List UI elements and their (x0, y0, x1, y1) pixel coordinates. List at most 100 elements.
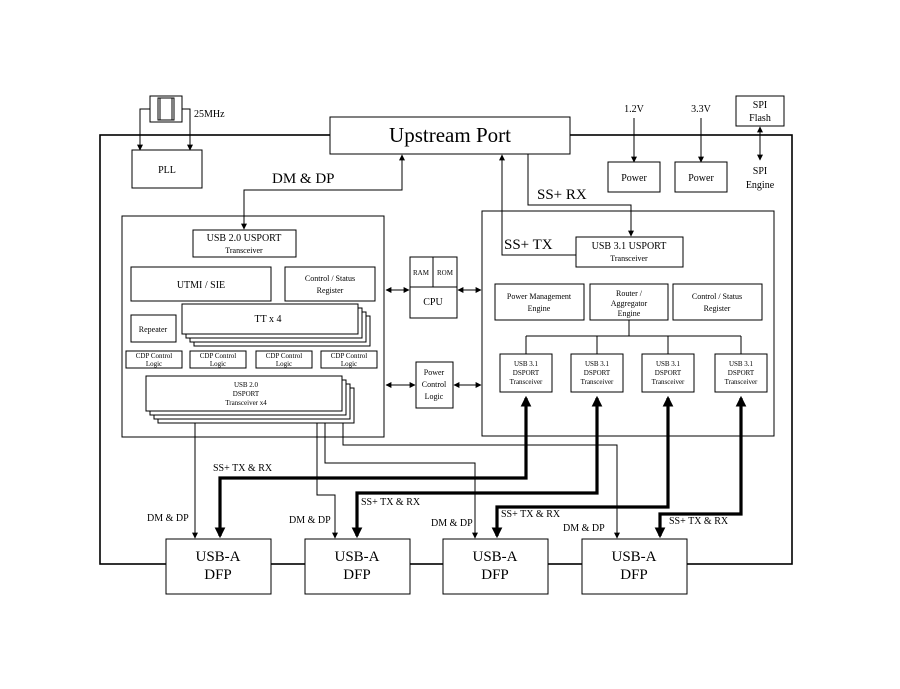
ss-txrx-label-2: SS+ TX & RX (361, 497, 421, 508)
usb20-usport-line1: USB 2.0 USPORT (207, 233, 282, 244)
usb31-dsport-2 (570, 353, 624, 393)
dm-dp-label-1: DM & DP (147, 513, 189, 524)
dm-dp-upstream-label: DM & DP (272, 171, 335, 187)
usb-a-port-2-line2: DFP (343, 567, 371, 583)
cdp-control-logic-3 (255, 350, 313, 369)
cdp-control-logic-1 (125, 350, 183, 369)
power-label-1: Power (621, 173, 647, 184)
usb31-usport-transceiver (575, 236, 684, 268)
router-line1: Router / (616, 289, 643, 298)
pme-line2: Engine (528, 304, 551, 313)
cdp-2-line2: Logic (210, 360, 226, 368)
tt-stack (181, 303, 371, 347)
cdp-3-line1: CDP Control (266, 352, 303, 360)
usb20-dsport-line3: Transceiver x4 (225, 399, 267, 407)
cdp-1-line2: Logic (146, 360, 162, 368)
spi-engine-line1: SPI (753, 166, 767, 177)
cdp-2-line1: CDP Control (200, 352, 237, 360)
usb-a-port-3-line1: USB-A (472, 549, 517, 565)
usb31-dsport-4-line1: USB 3.1 (729, 360, 754, 368)
usb20-control-line1: Control / Status (305, 274, 355, 283)
dm-dp-wires (192, 423, 620, 539)
usb-a-port-3-line2: DFP (481, 567, 509, 583)
usb31-dsport-4 (714, 353, 768, 393)
ss-txrx-label-4: SS+ TX & RX (669, 516, 729, 527)
usb31-dsport-3-line2: DSPORT (655, 369, 682, 377)
usb31-dsport-1-line1: USB 3.1 (514, 360, 539, 368)
usb31-dsport-4-line3: Transceiver (725, 378, 758, 386)
cdp-control-logic-4 (320, 350, 378, 369)
tt-label: TT x 4 (254, 314, 281, 325)
power-block-2 (674, 161, 728, 193)
spi-flash-line2: Flash (749, 113, 771, 124)
usb20-control-line2: Register (317, 286, 344, 295)
usb31-dsport-1-line3: Transceiver (510, 378, 543, 386)
usb31-dsport-1-line2: DSPORT (513, 369, 540, 377)
cdp-3-line2: Logic (276, 360, 292, 368)
spi-flash-line1: SPI (753, 100, 767, 111)
cdp-4-line1: CDP Control (331, 352, 368, 360)
chip-boundary (99, 134, 793, 565)
upstream-port-label: Upstream Port (389, 123, 511, 147)
dm-dp-label-4: DM & DP (563, 523, 605, 534)
usb20-usport-transceiver (192, 229, 297, 258)
voltage-1v2: 1.2V (624, 104, 645, 115)
usb31-dsport-1 (499, 353, 553, 393)
usb20-dsport-line2: DSPORT (233, 390, 260, 398)
usb-a-port-4-line2: DFP (620, 567, 648, 583)
pme-line1: Power Management (507, 292, 572, 301)
router-aggregator-engine (589, 283, 669, 321)
dm-dp-label-3: DM & DP (431, 518, 473, 529)
crystal-frequency: 25MHz (194, 109, 225, 120)
usb20-dsport-line1: USB 2.0 (234, 381, 259, 389)
repeater-block (130, 314, 177, 343)
utmi-sie-block (130, 266, 272, 302)
usb-a-port-1-line2: DFP (204, 567, 232, 583)
usb-a-port-4 (581, 538, 688, 595)
usb31-control-status-register (672, 283, 763, 321)
usb31-usport-line2: Transceiver (610, 254, 648, 263)
repeater-label: Repeater (139, 325, 168, 334)
usb31-dsport-2-line1: USB 3.1 (585, 360, 610, 368)
rom-label: ROM (437, 269, 454, 277)
router-line2: Aggregator (611, 299, 648, 308)
usb-a-port-2 (304, 538, 411, 595)
usb20-usport-line2: Transceiver (225, 246, 263, 255)
usb20-control-status-register (284, 266, 376, 302)
cdp-control-logic-2 (189, 350, 247, 369)
usb31-dsport-4-line2: DSPORT (728, 369, 755, 377)
usb31-dsport-2-line2: DSPORT (584, 369, 611, 377)
ss-txrx-label-3: SS+ TX & RX (501, 509, 561, 520)
cdp-4-line2: Logic (341, 360, 357, 368)
usb31-dsport-3 (641, 353, 695, 393)
ss-rx-label: SS+ RX (537, 187, 587, 203)
ss-txrx-label-1: SS+ TX & RX (213, 463, 273, 474)
usb-a-port-2-line1: USB-A (334, 549, 379, 565)
utmi-sie-label: UTMI / SIE (177, 280, 225, 291)
pll-block (131, 149, 203, 189)
crystal-oscillator (149, 95, 183, 123)
spi-engine-line2: Engine (746, 180, 775, 191)
power-label-2: Power (688, 173, 714, 184)
usb31-usport-line1: USB 3.1 USPORT (592, 241, 667, 252)
power-control-line2: Control (422, 380, 447, 389)
usb-a-port-1-line1: USB-A (195, 549, 240, 565)
usb-a-port-1 (165, 538, 272, 595)
power-control-line3: Logic (425, 392, 444, 401)
usb31-control-line1: Control / Status (692, 292, 742, 301)
spi-flash (735, 95, 785, 127)
usb31-control-line2: Register (704, 304, 731, 313)
pll-label: PLL (158, 165, 176, 176)
usb31-dsport-2-line3: Transceiver (581, 378, 614, 386)
router-line3: Engine (618, 309, 641, 318)
cpu-label: CPU (423, 297, 443, 308)
dm-dp-label-2: DM & DP (289, 515, 331, 526)
power-management-engine (494, 283, 585, 321)
cdp-1-line1: CDP Control (136, 352, 173, 360)
usb31-dsport-3-line1: USB 3.1 (656, 360, 681, 368)
ss-bus-wires (214, 395, 747, 539)
power-block-1 (607, 161, 661, 193)
voltage-3v3: 3.3V (691, 104, 712, 115)
ram-label: RAM (413, 269, 430, 277)
